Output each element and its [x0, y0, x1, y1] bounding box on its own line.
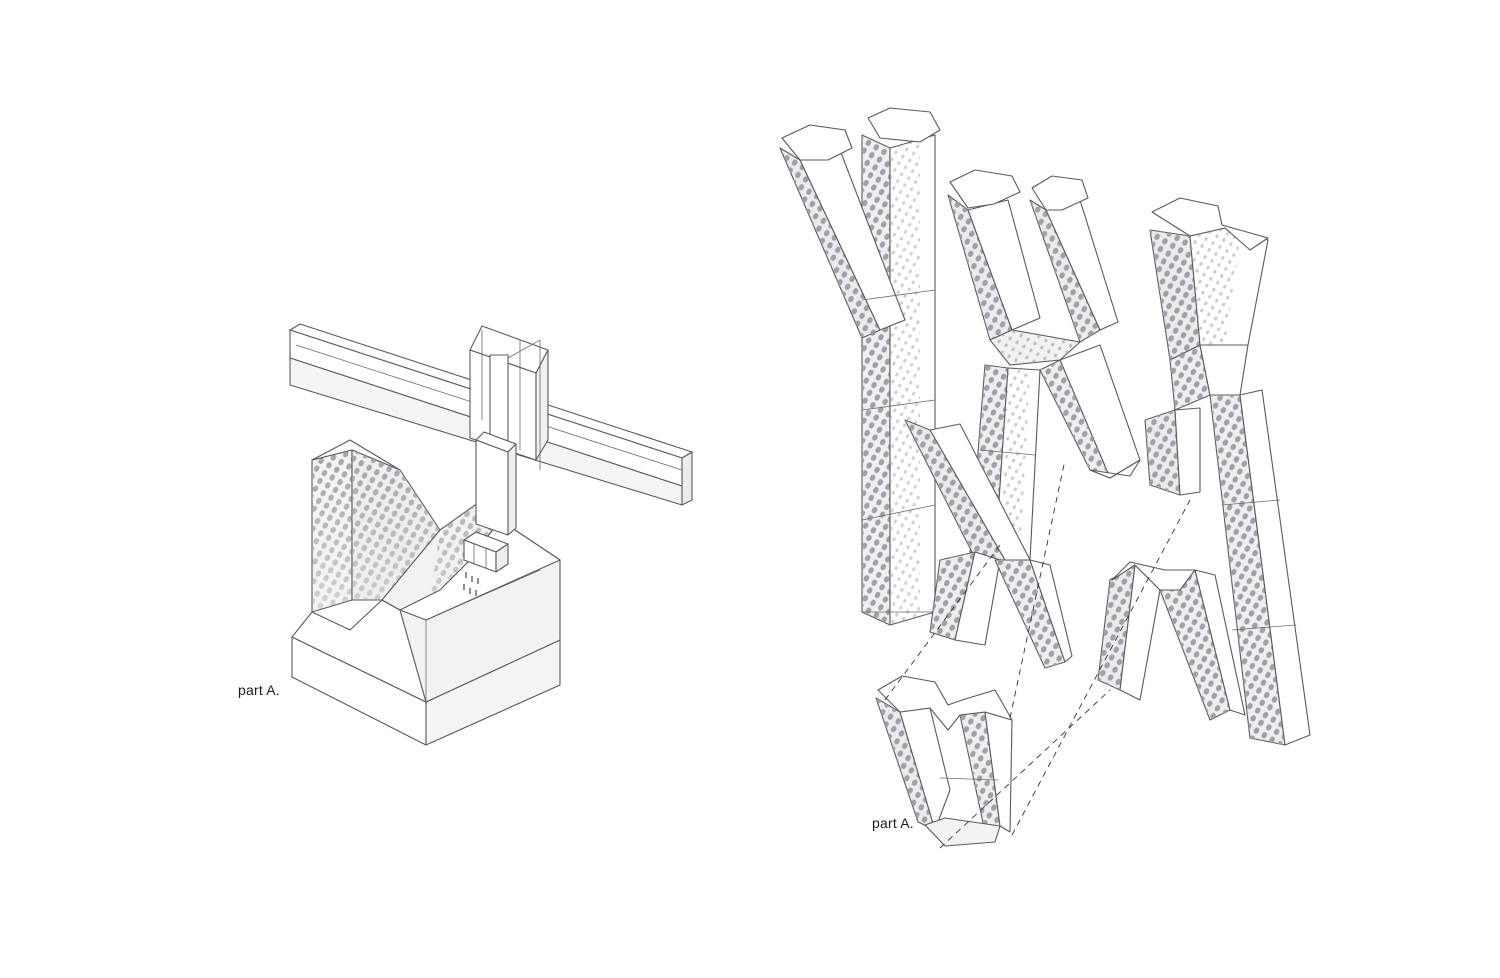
column-x	[904, 169, 1141, 669]
part-a-label-left: part A.	[238, 682, 280, 698]
cutting-spray	[463, 572, 479, 596]
alignment-guides	[884, 459, 1191, 849]
part-a-label-right: part A.	[872, 815, 914, 831]
robot-gantry-illustration	[289, 323, 693, 746]
column-tapered	[1144, 197, 1311, 746]
column-assembly-illustration	[779, 107, 1311, 849]
foam-block	[291, 439, 561, 746]
piece-inverted-v	[1097, 561, 1246, 721]
column-tall-y	[779, 107, 941, 626]
robot-arm	[475, 339, 541, 536]
milling-head	[463, 531, 509, 573]
